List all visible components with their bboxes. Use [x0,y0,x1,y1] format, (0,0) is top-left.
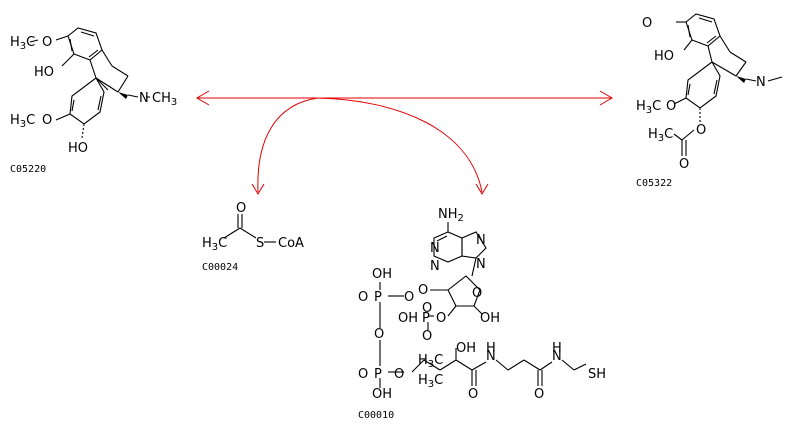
carbonyl-oxygen-acetyl: O [236,201,246,216]
phosphate1-bridge-o: O [404,290,414,305]
methyl-n: CH3 [152,91,177,108]
reaction-arrows [196,90,613,195]
thiol: SH [588,367,606,382]
amine: NH2 [438,207,464,224]
oxygen-bottom: O [42,113,52,128]
adenine-n9: N [476,257,486,272]
nitrogen-right: N [756,75,766,90]
pyrophosphate-o: O [374,327,384,342]
compound-id-acetyl-coa: C00024 [202,262,238,273]
phosphate1-o: O [358,290,368,305]
methyl-acetyl-right: H3C [648,127,673,144]
amide2-oxygen: O [534,387,544,402]
phosphate2-oh: OH [372,387,392,402]
dimethyl-bottom: H3C [418,373,443,390]
branch-arrow-coa [317,97,483,193]
phosphate2-bridge-o: O [394,367,404,382]
methyl-acetyl: H3C [202,236,227,253]
ribose-ring [447,275,481,307]
imidazole-ring [461,231,487,259]
methyl-h-right: H3C [636,99,661,116]
adenine-n7: N [476,233,486,248]
sulfur-acetyl: S [256,236,264,251]
amide2-n: N [552,349,562,364]
amide1-h: H [486,341,496,356]
hydroxyl-right: HO [654,49,674,64]
adenine-n1: N [430,241,440,256]
nitrogen: N [139,91,149,106]
oxygen-top-right: O [642,16,652,31]
compound-acetyl-coa: O H3C S CoA C00024 [202,201,304,273]
hydroxyl-top: HO [34,65,54,80]
dimethyl-top: H3C [418,353,443,370]
phosphate3-oh-bottom: O [422,329,432,344]
coa-label: CoA [278,236,304,251]
compound-left: H3C O HO N CH3 H3C O HO C05220 [10,27,177,175]
compound-coa: NH2 N N N N O O OH O P O O O P O OH OH P… [358,207,606,421]
compound-id-right: C05322 [636,178,672,189]
methyl-h-top: H3C [10,35,35,52]
compound-id-coa: C00010 [358,410,394,421]
lower-ring-right [685,61,721,109]
ribose-o5: O [418,283,428,298]
amide2-h: H [552,341,562,356]
branch-arrowhead-acetylcoa [251,183,265,195]
carbonyl-oxygen-right: O [679,157,689,172]
right-arrowhead [599,90,613,106]
amide1-n: N [486,349,496,364]
adenine-n3: N [430,259,440,274]
branch-arrowhead-coa [475,183,489,195]
phosphate2-p: P [374,367,382,382]
ribose-hydroxyl: OH [480,311,500,326]
hydroxyl-bottom: HO [68,141,88,156]
methyl-h-bottom: H3C [10,113,35,130]
phosphate3-o: O [436,311,446,326]
phosphate1-p: P [374,290,382,305]
oxygen-top: O [42,35,52,50]
oxygen-ester-right: O [696,123,706,138]
left-arrowhead [196,90,210,106]
amide1-oxygen: O [468,387,478,402]
phosphate3-p: P [422,311,430,326]
compound-right: O HO N H3C O O H3C O C05322 [636,13,783,189]
lower-ring [69,77,105,125]
pantoate-hydroxyl: OH [456,341,476,356]
compound-id-left: C05220 [10,164,46,175]
phosphate3-oxo: O [422,301,432,316]
phosphate1-oh: OH [372,267,392,282]
oxygen-methoxy-right: O [666,99,676,114]
branch-arrow-acetylcoa [257,97,319,193]
ribose-oxygen: O [472,286,482,301]
phosphate3-oh-left: OH [398,311,418,326]
phosphate2-o: O [358,367,368,382]
